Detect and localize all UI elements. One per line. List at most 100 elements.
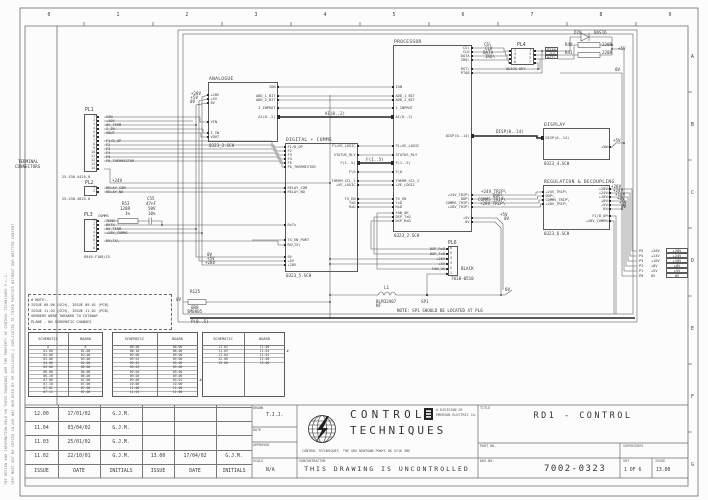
- pin-pad: [533, 57, 537, 61]
- net-label: 47nF: [146, 201, 157, 206]
- testpoint-net: +28V: [651, 249, 660, 253]
- pin-signal: F2: [106, 142, 111, 147]
- table-cell: 06.00: [80, 369, 91, 374]
- pin-number: 3: [529, 52, 531, 57]
- scale-value: N/A: [266, 468, 275, 473]
- pin-signal: 0V_TERM: [106, 122, 122, 127]
- pin-pad: [471, 71, 474, 75]
- net-label: +24V: [613, 188, 624, 193]
- pin-label: CS\: [463, 45, 470, 50]
- testpoint-net: +5V: [651, 269, 658, 273]
- table-line: [112, 378, 198, 379]
- pin-number: 6: [93, 238, 95, 243]
- pin-label: F4: [287, 156, 292, 161]
- net-label: R40: [565, 42, 573, 47]
- zone-letter: B: [691, 123, 694, 128]
- pin-signal: VIN: [106, 114, 113, 119]
- table-line: [112, 369, 198, 371]
- pin-pad: [357, 179, 360, 183]
- bus-wires: [190, 116, 635, 319]
- testpoint-name: P1: [639, 269, 644, 273]
- block-sch-ref: 0323_3.SCH: [209, 142, 235, 148]
- net-label: 120R: [120, 206, 131, 211]
- pin-pad: [445, 267, 448, 271]
- column-header: DATE: [73, 468, 85, 474]
- table-cell: 01.00: [43, 348, 53, 353]
- pin-signal: +28V_COMMS: [106, 230, 128, 235]
- pin-pad: [445, 247, 448, 251]
- zone-letter: E: [691, 327, 694, 332]
- pin-label: ADD_1_BIT: [395, 93, 415, 98]
- pin-label: VOUT: [210, 134, 220, 139]
- pin-pad: [97, 135, 100, 139]
- table-cell: 09.00: [172, 365, 183, 370]
- connector-name: PL3: [84, 213, 93, 218]
- pin-pad: [277, 106, 280, 110]
- pin-label: +24V_TRIP\: [545, 189, 568, 194]
- table-line: [202, 349, 285, 350]
- pin-pad: [445, 262, 448, 266]
- pin-pad: [97, 123, 100, 127]
- component-symbols: [117, 32, 601, 305]
- table-line: [157, 332, 158, 397]
- pin-pad: [283, 259, 286, 263]
- table-cell: G.J.M.: [112, 426, 130, 431]
- table-cell: 11.03: [34, 440, 49, 446]
- pin-signal: F4: [106, 150, 111, 155]
- pin-pad: [283, 186, 286, 190]
- connector-pl3: [84, 219, 97, 252]
- net-label: 0V: [175, 297, 181, 302]
- pin-number: 11: [91, 154, 95, 159]
- table-line: [58, 405, 59, 478]
- pin-pad: [357, 197, 360, 201]
- pin-number: 2: [450, 266, 452, 271]
- table-line: [174, 405, 175, 478]
- net-label: 10%: [148, 211, 156, 216]
- inductor-l1: [377, 291, 397, 296]
- net-label: 0V: [621, 204, 627, 209]
- pin-label: +28V: [287, 262, 297, 267]
- rev-table-3: [202, 332, 285, 397]
- table-cell: 03/04/02: [67, 426, 91, 431]
- pin-label: +28V: [598, 186, 608, 191]
- net-label: COMMS_TRIP\: [478, 197, 506, 202]
- pin-pad: [97, 139, 100, 143]
- table-cell: 09.00: [129, 352, 140, 357]
- pin-pad: [609, 214, 612, 218]
- pin-label: +VE_LOGIC: [395, 182, 415, 187]
- table-cell: 11.01: [129, 390, 140, 395]
- column-header: SCHEMATIC: [213, 336, 233, 341]
- pin-pad: [508, 53, 512, 57]
- pin-label: ION: [269, 84, 276, 89]
- pin-label: TxD: [349, 200, 356, 205]
- zone-number: 6: [461, 13, 465, 18]
- pin-pad: [97, 127, 100, 131]
- pin-signal: F1/D_OP: [106, 138, 122, 143]
- column-header: ISSUE: [150, 468, 166, 474]
- table-cell: 11.00: [129, 386, 140, 391]
- pin-label: DSP_RxD: [395, 218, 411, 223]
- block-sch-ref: 0323_6.SCH: [544, 230, 570, 236]
- table-line: [112, 361, 198, 363]
- pin-label: RELAY_NO: [287, 189, 305, 194]
- pin-label: +5V: [287, 258, 295, 263]
- table-cell: 11.02: [34, 454, 49, 460]
- pin-label: F3: [287, 152, 292, 157]
- pin-number: 7: [93, 138, 95, 143]
- net-label: CONNECTORS: [15, 164, 41, 169]
- pin-number: 3: [450, 261, 452, 266]
- pin-number: 1: [529, 48, 531, 53]
- pin-pad: [471, 58, 474, 62]
- rev-table-2: [112, 332, 198, 397]
- table-line: [25, 407, 252, 408]
- column-header: SCHEMATIC: [38, 336, 58, 341]
- pin-pad: [391, 115, 395, 119]
- note-marker: #: [199, 378, 202, 383]
- pin-number: 4: [93, 126, 95, 131]
- pin-signal: RX\TX\: [106, 238, 119, 243]
- net-label: BAS16: [594, 30, 607, 35]
- table-cell: 07.00: [80, 381, 91, 386]
- table-cell: 11.00: [172, 390, 183, 395]
- net-label: DATA: [483, 50, 494, 55]
